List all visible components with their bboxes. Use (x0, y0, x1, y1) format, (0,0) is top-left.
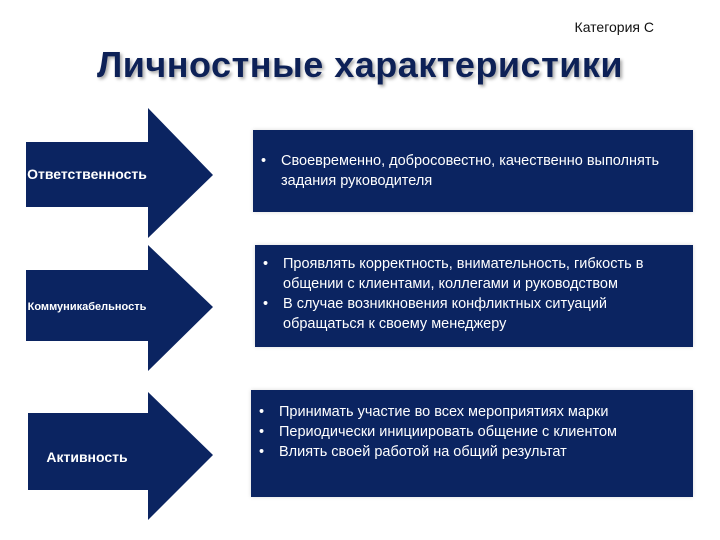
description-box-communication: Проявлять корректность, внимательность, … (255, 245, 693, 347)
arrow-responsibility: Ответственность (26, 108, 216, 238)
bullet-item: Принимать участие во всех мероприятиях м… (259, 402, 693, 422)
description-box-activity: Принимать участие во всех мероприятиях м… (251, 390, 693, 497)
arrow-communication: Коммуникабельность (26, 245, 216, 371)
arrow-label: Активность (46, 449, 128, 465)
bullet-item: Периодически инициировать общение с клие… (259, 422, 693, 442)
bullet-item: В случае возникновения конфликтных ситуа… (263, 294, 685, 334)
arrow-shape (26, 108, 213, 238)
page-title: Личностные характеристики (97, 44, 623, 85)
arrow-shape (26, 245, 213, 371)
bullet-item: Своевременно, добросовестно, качественно… (261, 151, 673, 191)
bullet-item: Проявлять корректность, внимательность, … (263, 254, 685, 294)
bullet-item: Влиять своей работой на общий результат (259, 442, 693, 462)
arrow-label: Ответственность (27, 166, 147, 182)
arrow-activity: Активность (26, 392, 216, 520)
arrow-label: Коммуникабельность (27, 301, 147, 313)
arrow-shape (28, 392, 213, 520)
description-box-responsibility: Своевременно, добросовестно, качественно… (253, 130, 693, 212)
category-label: Категория С (574, 19, 654, 35)
